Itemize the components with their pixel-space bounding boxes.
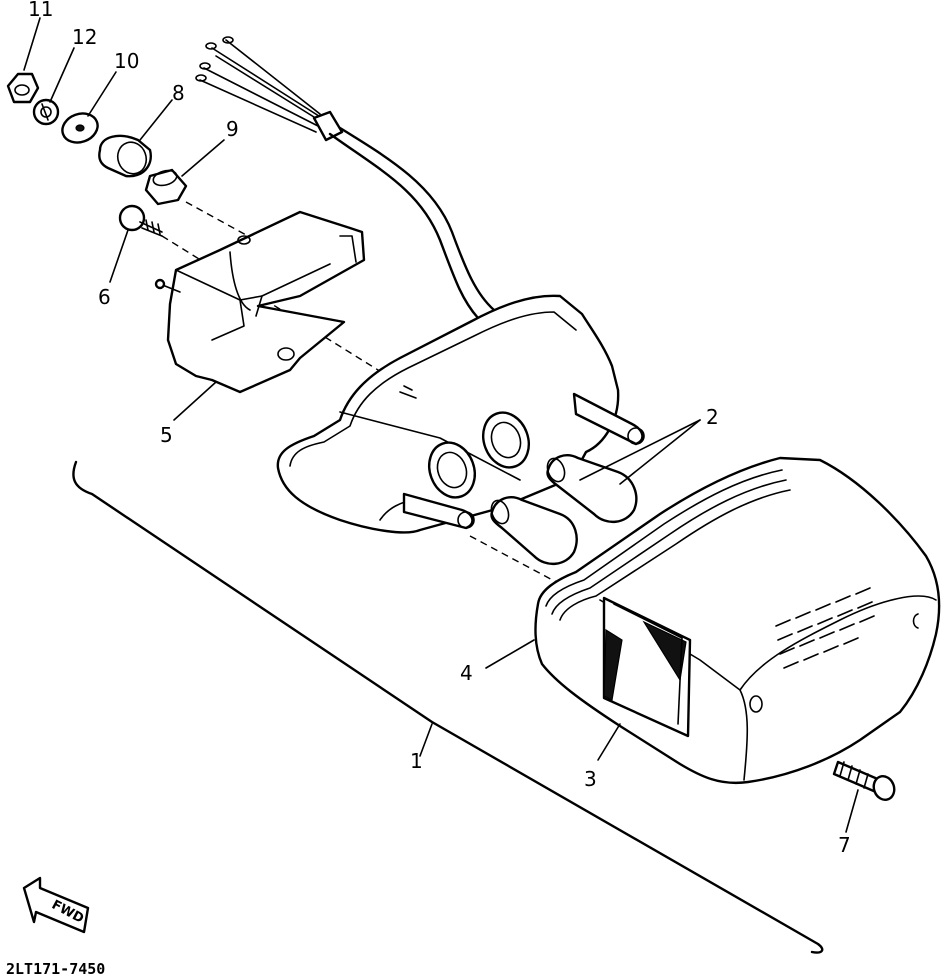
nut-part-11 bbox=[6, 72, 40, 104]
callout-4: 4 bbox=[460, 661, 473, 685]
callout-1: 1 bbox=[410, 749, 423, 773]
leader-6 bbox=[109, 229, 129, 283]
bracket-part-5 bbox=[154, 210, 366, 394]
leader-3 bbox=[597, 723, 621, 761]
screw-part-7 bbox=[832, 760, 896, 801]
lamp-housing bbox=[276, 294, 645, 534]
callout-11: 11 bbox=[28, 0, 53, 21]
washer-part-10 bbox=[61, 112, 99, 144]
leader-7 bbox=[845, 789, 859, 833]
assembly-group-bracket bbox=[72, 460, 824, 954]
grommet-part-8 bbox=[98, 134, 152, 178]
leader-2b bbox=[619, 419, 701, 485]
collar-part-9 bbox=[144, 168, 188, 206]
callout-12: 12 bbox=[72, 25, 97, 49]
callout-9: 9 bbox=[226, 117, 239, 141]
leader-10 bbox=[87, 71, 117, 117]
leader-9 bbox=[181, 139, 225, 177]
callout-3: 3 bbox=[584, 767, 597, 791]
lens-assembly bbox=[534, 456, 941, 785]
fwd-arrow-icon: FWD bbox=[22, 876, 90, 934]
leader-2a bbox=[579, 419, 701, 481]
drawing-code: 2LT171-7450 bbox=[6, 960, 105, 978]
callout-10: 10 bbox=[114, 49, 139, 73]
leader-1 bbox=[419, 723, 433, 757]
leader-8 bbox=[139, 99, 173, 141]
leader-11 bbox=[23, 17, 41, 71]
callout-5: 5 bbox=[160, 423, 173, 447]
leader-4 bbox=[485, 639, 535, 669]
alignment-line-lens bbox=[469, 535, 561, 585]
callout-2: 2 bbox=[706, 405, 719, 429]
callout-8: 8 bbox=[172, 81, 185, 105]
wire-harness bbox=[195, 36, 496, 320]
lock-washer-part-12 bbox=[32, 98, 60, 126]
callout-7: 7 bbox=[838, 833, 851, 857]
screw-part-6 bbox=[118, 204, 163, 237]
callout-6: 6 bbox=[98, 285, 111, 309]
leader-12 bbox=[49, 47, 75, 103]
bulb-part-2 bbox=[490, 454, 638, 565]
leader-5 bbox=[173, 381, 217, 421]
alignment-line-collar bbox=[185, 201, 249, 237]
lens-grille bbox=[775, 587, 875, 669]
